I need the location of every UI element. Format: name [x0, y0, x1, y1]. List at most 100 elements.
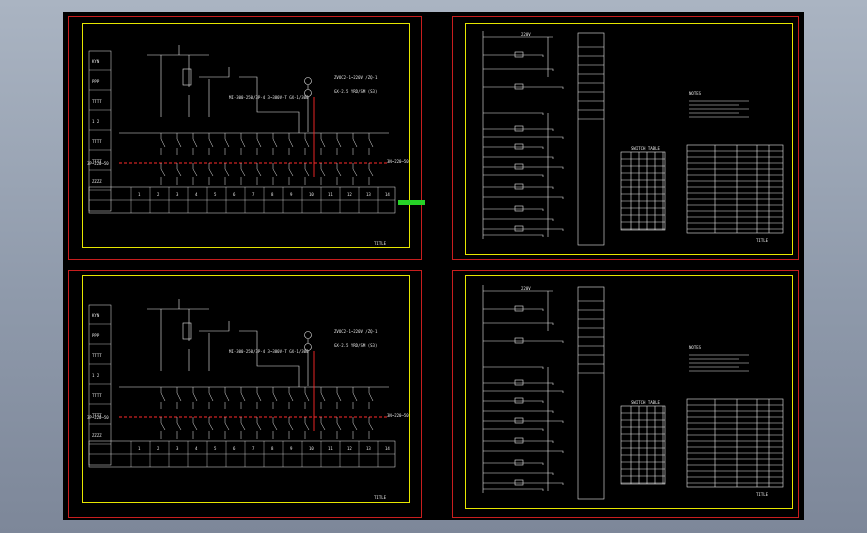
- notes-text: NOTES: [689, 345, 702, 350]
- branch-breaker: [352, 133, 358, 185]
- feeder-number: 13: [366, 192, 371, 197]
- control-rung: [483, 208, 544, 211]
- control-schematic: 220V SWITCH TABLE NOTES TITLE: [482, 285, 784, 500]
- control-rung: [483, 308, 544, 311]
- relay-coil: [514, 225, 524, 232]
- branch-breaker: [176, 387, 182, 439]
- switch-table: [620, 151, 666, 231]
- control-rail: [482, 31, 553, 239]
- left-column-label: TTTT: [92, 393, 102, 398]
- incoming-feeder: [147, 45, 230, 117]
- switch-table-title: SWITCH TABLE: [631, 400, 660, 405]
- branch-breaker: [208, 387, 214, 439]
- branch-breaker: [272, 387, 278, 439]
- supply-label: 220V: [521, 32, 531, 37]
- meter-symbol: [304, 89, 312, 97]
- feeder-number: 2: [157, 192, 160, 197]
- feeder-number: 9: [290, 192, 293, 197]
- feeder-number: 7: [252, 446, 255, 451]
- supply-label: 220V: [521, 286, 531, 291]
- feeder-number: 11: [328, 446, 333, 451]
- branch-breaker: [320, 133, 326, 185]
- branch-breaker: [176, 133, 182, 185]
- left-column-label: TTTT: [92, 159, 102, 164]
- branch-breaker: [240, 133, 246, 185]
- control-rung: [483, 400, 544, 403]
- feeder-number: 12: [347, 192, 352, 197]
- control-rung: [483, 390, 564, 393]
- top-spec-text: MI-300-250/3P-4 3~380V-T GX-1/300: [229, 95, 309, 100]
- left-column-label: ZZZZ: [92, 179, 102, 184]
- sheet-top-right[interactable]: 220V SWITCH TABLE NOTES TITLE: [452, 16, 799, 260]
- branch-breaker: [240, 387, 246, 439]
- feeder-number: 8: [271, 192, 274, 197]
- control-rung: [483, 440, 554, 443]
- notes-text: NOTES: [689, 91, 702, 96]
- relay-coil: [514, 51, 524, 58]
- left-column-label: TTTT: [92, 99, 102, 104]
- relay-coil: [514, 417, 524, 424]
- control-rung: [483, 340, 564, 343]
- title-block-text: TITLE: [756, 238, 769, 243]
- meter-symbol: [304, 343, 312, 351]
- feeder-number: 13: [366, 446, 371, 451]
- feeder-number: 10: [309, 446, 314, 451]
- branch-breaker: [304, 387, 310, 439]
- feeder-number: 1: [138, 446, 141, 451]
- control-rung: [483, 488, 544, 491]
- sub-spec-text: GX-2.5 YRD/SM (S3): [334, 343, 377, 348]
- selected-grip-highlight[interactable]: [398, 200, 425, 205]
- control-rung: [483, 146, 544, 149]
- sheet-frame: [465, 275, 793, 509]
- incoming-feeder: [147, 299, 230, 371]
- control-rung: [483, 196, 564, 199]
- control-rung: [483, 112, 544, 115]
- control-rung: [483, 322, 554, 325]
- control-rung: [483, 174, 544, 177]
- title-block-text: TITLE: [374, 241, 387, 246]
- control-rung: [483, 234, 544, 237]
- feeder-number: 1: [138, 192, 141, 197]
- relay-coil: [514, 205, 524, 212]
- control-rail: [482, 285, 553, 493]
- title-block-text: TITLE: [756, 492, 769, 497]
- control-rung: [483, 218, 554, 221]
- control-rung: [483, 482, 564, 485]
- feeder-number: 4: [195, 192, 198, 197]
- feeder-number: 12: [347, 446, 352, 451]
- feeder-number: 2: [157, 446, 160, 451]
- control-rung: [483, 156, 554, 159]
- relay-coil: [514, 163, 524, 170]
- feeder-number: 11: [328, 192, 333, 197]
- branch-breaker: [320, 387, 326, 439]
- feeder-number: 9: [290, 446, 293, 451]
- branch-breaker: [304, 133, 310, 185]
- terminal-strip: [577, 32, 605, 246]
- feeder-number: 8: [271, 446, 274, 451]
- branch-breaker: [288, 133, 294, 185]
- relay-coil: [514, 459, 524, 466]
- branch-breaker: [208, 133, 214, 185]
- sub-spec-text: GX-2.5 YRD/SM (S3): [334, 89, 377, 94]
- control-rung: [483, 128, 554, 131]
- relay-coil: [514, 83, 524, 90]
- feeder-number: 7: [252, 192, 255, 197]
- branch-breaker: [336, 133, 342, 185]
- sheet-frame: [465, 23, 793, 255]
- branch-breaker: [160, 133, 166, 185]
- relay-coil: [514, 479, 524, 486]
- left-column-label: PPP: [92, 333, 100, 338]
- top-spec-text: MI-300-250/3P-4 3~380V-T GX-1/300: [229, 349, 309, 354]
- sheet-bottom-right[interactable]: 220V SWITCH TABLE NOTES TITLE: [452, 270, 799, 518]
- feeder-number: 5: [214, 192, 217, 197]
- left-column-label: TTTT: [92, 413, 102, 418]
- switch-table-title: SWITCH TABLE: [631, 146, 660, 151]
- meter-symbol: [304, 331, 312, 339]
- feeder-number: 4: [195, 446, 198, 451]
- control-rung: [483, 450, 564, 453]
